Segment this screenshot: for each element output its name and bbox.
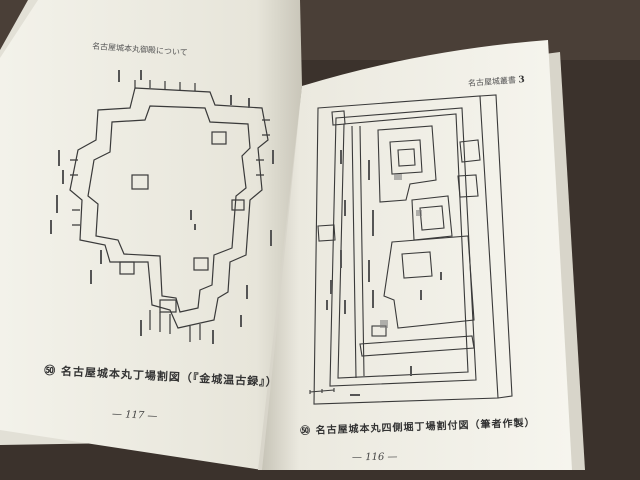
right-header-page-mark: 3 [518, 75, 526, 86]
left-page [0, 0, 302, 470]
left-castle-map [69, 80, 270, 342]
right-map-shading [380, 174, 422, 328]
left-caption-marker: ㊿ [43, 363, 57, 378]
right-caption-marker: ㊿ [299, 425, 312, 438]
right-header-title: 名古屋城叢書 [467, 75, 517, 88]
right-castle-map [309, 94, 513, 405]
right-page-number: — 116 — [351, 451, 398, 464]
right-map-marks [326, 150, 442, 396]
right-page [262, 40, 572, 470]
left-page-number: — 117 — [111, 408, 158, 423]
left-map-marks [50, 70, 274, 344]
